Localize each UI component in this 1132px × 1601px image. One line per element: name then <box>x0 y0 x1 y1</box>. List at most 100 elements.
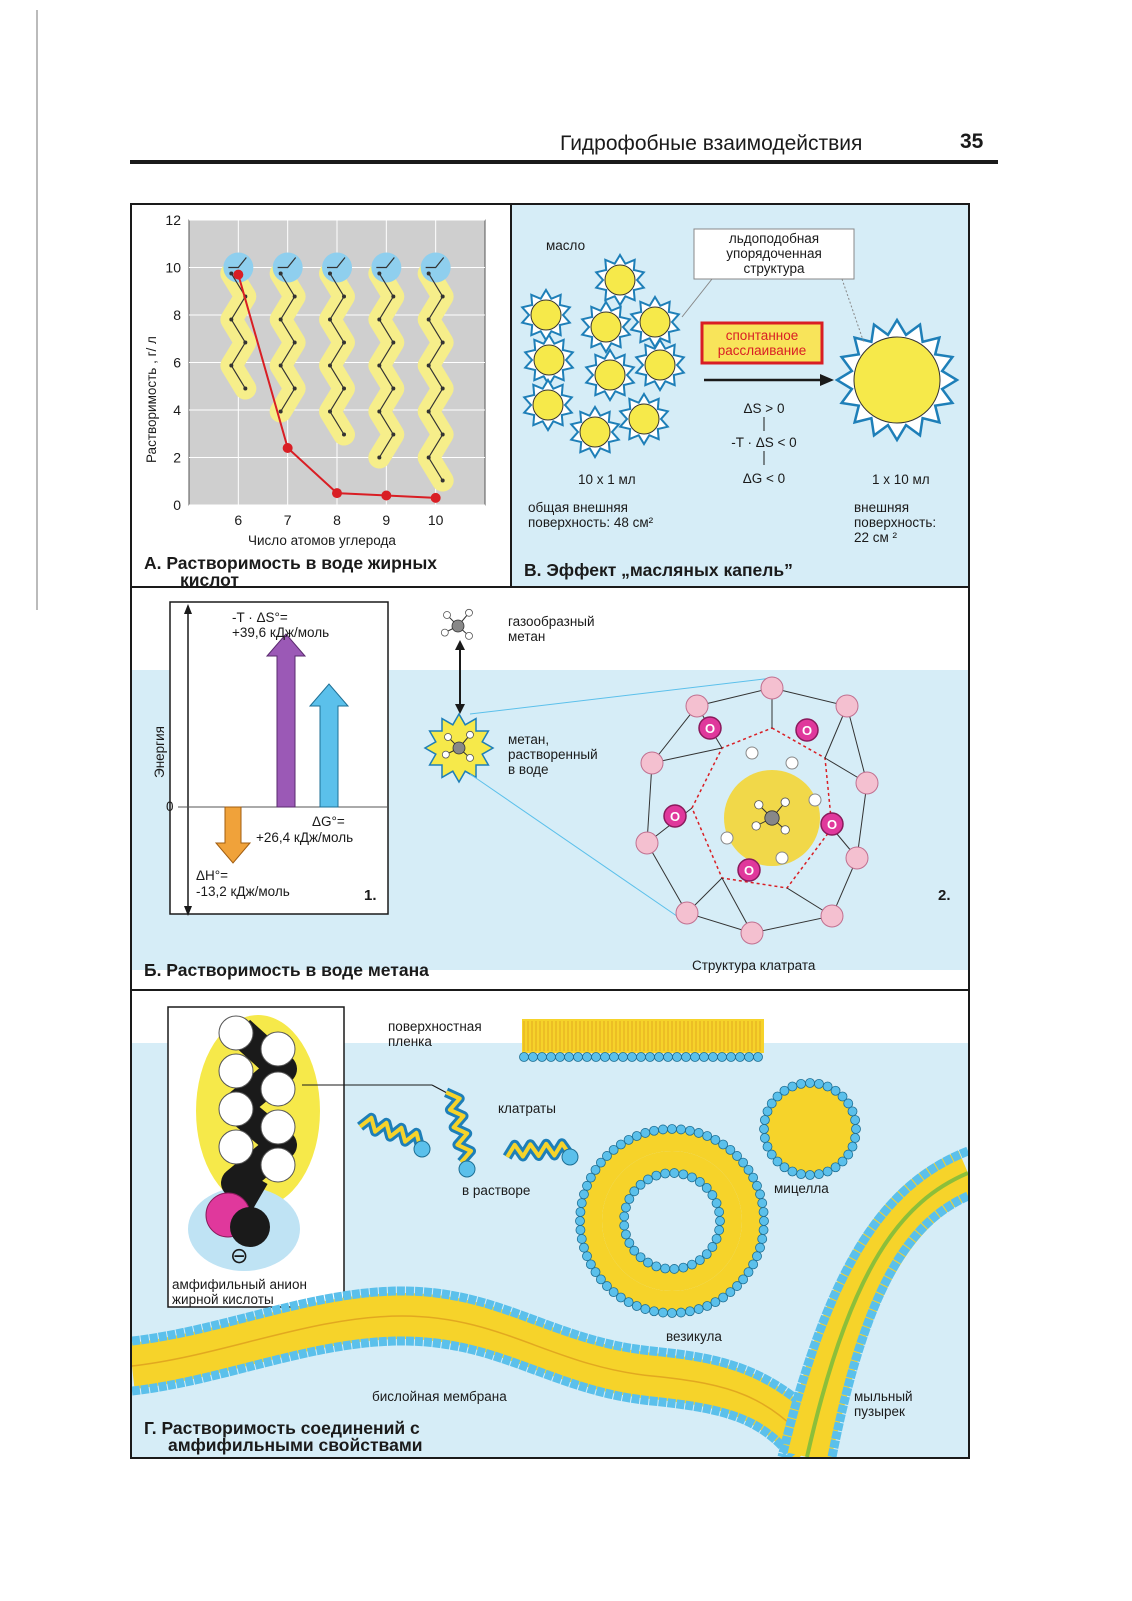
exchange-arrow-top <box>455 640 465 650</box>
vesicle-inner-head <box>629 1186 640 1197</box>
page-margin-line <box>36 10 38 610</box>
in-solution-label: в растворе <box>462 1183 531 1198</box>
vesicle-outer-head <box>576 1198 587 1208</box>
hydrogen-atom <box>218 1091 254 1127</box>
bilayer-membrane <box>132 1286 836 1457</box>
vesicle-inner-head <box>660 1168 671 1179</box>
figure-number-2: 2. <box>938 887 951 904</box>
zoom-line-bottom <box>469 773 688 924</box>
hydrogen-atom <box>260 1109 296 1145</box>
hydrogen-atom <box>260 1031 296 1067</box>
carbon-atom <box>230 1207 270 1247</box>
clathrate-caption: Структура клатрата <box>692 958 816 973</box>
right-volume: 1 х 10 мл <box>872 472 930 487</box>
amphiphile-diagram <box>132 1006 968 1457</box>
micelle-head <box>759 1133 770 1143</box>
film-head <box>645 1052 655 1062</box>
hydrogen-atom <box>751 821 761 831</box>
bilayer-heads-top <box>132 1286 836 1435</box>
separation-box-line1: спонтанное <box>725 328 799 343</box>
vesicle-outer-head <box>658 1124 668 1135</box>
carboxyl-bond <box>327 257 346 269</box>
ice-structure-line1: льдоподобная <box>728 231 820 246</box>
y-tick-label: 6 <box>173 355 181 371</box>
vesicle-outer-head <box>738 1274 749 1285</box>
micelle-head <box>847 1106 858 1117</box>
vesicle-outer-head <box>623 1297 634 1308</box>
carbon-atom <box>278 317 283 322</box>
film-label-line1: поверхностная <box>388 1019 482 1034</box>
micelle-head <box>796 1078 806 1089</box>
y-tick-label: 2 <box>173 450 181 466</box>
carbon-atom <box>229 317 234 322</box>
fatty-acid-anion <box>205 1015 297 1247</box>
carbon-atom <box>426 455 431 460</box>
film-head <box>636 1052 646 1062</box>
entropy-equation: ΔS > 0 <box>743 401 785 416</box>
vesicle-outer-head <box>576 1234 587 1244</box>
clathrate-hbond-ring <box>691 727 833 889</box>
oxygen-atom <box>698 716 722 740</box>
film-head <box>537 1052 547 1062</box>
carbon-atom <box>278 409 283 414</box>
film-head <box>555 1052 565 1062</box>
micelle-head <box>805 1170 815 1180</box>
data-point <box>381 490 392 501</box>
micelle-head <box>847 1141 858 1152</box>
anion-label-line2: жирной кислоты <box>172 1292 274 1307</box>
ts-equation: -T · ΔS < 0 <box>731 435 797 450</box>
vesicle-outer-head <box>758 1225 769 1235</box>
vesicle-outer-head <box>602 1281 612 1291</box>
hydrogen-atom <box>745 746 759 760</box>
small-drop-core <box>594 359 626 391</box>
film-head <box>528 1052 538 1062</box>
micelle-head <box>822 1166 833 1177</box>
micelle-head <box>830 1162 841 1173</box>
micelle-head <box>762 1106 773 1117</box>
vesicle-inner-head <box>701 1182 712 1193</box>
oil-label: масло <box>546 238 586 253</box>
vesicle-outer-head <box>757 1234 768 1244</box>
carbon-atom <box>451 619 465 633</box>
micelle-head <box>779 1162 790 1173</box>
panel-g-caption-line2: амфифильными свойствами <box>168 1435 423 1455</box>
small-drop-core <box>530 299 562 331</box>
panel-g-caption-line1: Г. Растворимость соединений с <box>144 1418 420 1438</box>
vesicle-outer-head <box>718 1292 729 1303</box>
vesicle-outer-head <box>685 1306 695 1317</box>
bubble-heads-inner <box>827 1191 968 1457</box>
film-head <box>627 1052 637 1062</box>
water-molecule <box>845 846 869 870</box>
film-head <box>546 1052 556 1062</box>
vesicle-inner-head <box>660 1263 671 1274</box>
carbon-atom <box>764 810 780 826</box>
oxygen-atom <box>663 804 687 828</box>
film-head <box>690 1052 700 1062</box>
micelle-head <box>851 1124 861 1134</box>
vesicle-inner-head <box>678 1169 689 1180</box>
micelle-head <box>787 1166 798 1177</box>
x-tick-label: 10 <box>428 512 444 528</box>
vesicle-outer-head <box>623 1134 634 1145</box>
vesicle-inner-head <box>711 1233 722 1244</box>
micelle-head <box>843 1098 854 1109</box>
film-head <box>564 1052 574 1062</box>
micelle-head <box>766 1098 777 1109</box>
energy-label: Энергия <box>152 726 167 778</box>
chart-series <box>233 269 441 503</box>
oil-drops-diagram <box>520 228 960 465</box>
vesicle-inner-head <box>643 1257 653 1268</box>
hydrogen-atom <box>780 825 790 835</box>
carbon-atom <box>229 363 234 368</box>
clathrate-edge <box>651 747 723 764</box>
film-head <box>573 1052 583 1062</box>
vesicle-outer-head <box>602 1151 612 1161</box>
bubble-label-line1: мыльный <box>854 1389 913 1404</box>
micelle-head <box>850 1115 861 1125</box>
water-molecule <box>675 901 699 925</box>
small-drop-core <box>639 306 671 338</box>
micelle-head <box>814 1078 824 1089</box>
oxygen-label: O <box>744 863 754 878</box>
